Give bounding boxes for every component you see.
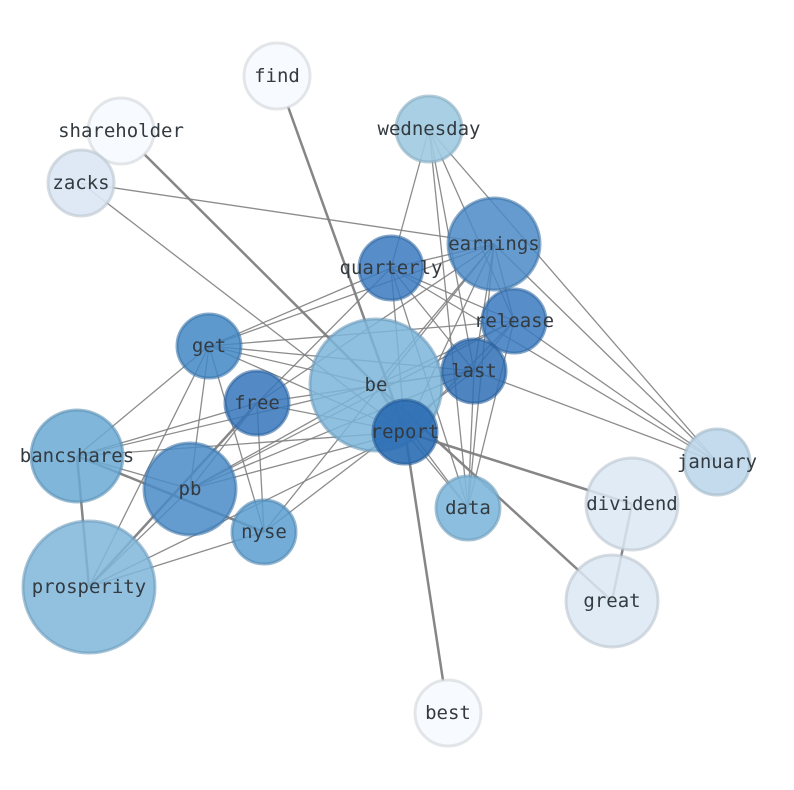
node-pb[interactable] [142, 441, 238, 537]
node-wednesday[interactable] [394, 94, 464, 164]
node-label-zacks: zacks [52, 172, 109, 194]
node-shareholder[interactable] [86, 96, 156, 166]
node-label-quarterly: quarterly [340, 257, 443, 279]
edge-wednesday-data [428, 128, 469, 509]
node-label-dividend: dividend [586, 493, 678, 515]
node-label-january: january [677, 451, 757, 473]
node-label-bancshares: bancshares [20, 445, 134, 467]
node-bancshares[interactable] [29, 408, 125, 504]
edge-best-report [403, 431, 450, 714]
node-label-free: free [234, 392, 280, 414]
node-find[interactable] [242, 41, 312, 111]
node-january[interactable] [682, 427, 752, 497]
node-dividend[interactable] [584, 456, 680, 552]
node-label-find: find [254, 65, 300, 87]
node-quarterly[interactable] [357, 234, 425, 302]
node-label-great: great [583, 590, 640, 612]
nodes-layer [21, 41, 752, 748]
node-label-shareholder: shareholder [58, 120, 184, 142]
edge-last-january [473, 370, 718, 463]
node-label-report: report [371, 421, 440, 443]
node-best[interactable] [413, 678, 483, 748]
node-prosperity[interactable] [21, 519, 157, 655]
edge-quarterly-january [390, 267, 718, 463]
node-get[interactable] [175, 312, 243, 380]
node-label-last: last [451, 360, 497, 382]
edge-earnings-get [208, 243, 495, 347]
node-report[interactable] [371, 398, 439, 466]
edge-release-january [513, 320, 718, 463]
node-great[interactable] [564, 553, 660, 649]
node-label-best: best [425, 702, 471, 724]
node-earnings[interactable] [446, 196, 542, 292]
edge-wednesday-january [428, 128, 718, 463]
edge-earnings-january [493, 243, 718, 463]
node-label-pb: pb [179, 478, 202, 500]
node-label-prosperity: prosperity [32, 576, 146, 598]
node-free[interactable] [223, 369, 291, 437]
node-last[interactable] [440, 337, 508, 405]
labels-layer: find shareholder wednesday zacks earningsqua… [20, 65, 757, 724]
node-label-be: be [365, 374, 388, 396]
node-release[interactable] [480, 287, 548, 355]
node-label-earnings: earnings [448, 233, 540, 255]
node-label-nyse: nyse [241, 521, 287, 543]
node-label-wednesday: wednesday [378, 118, 481, 140]
node-data[interactable] [434, 474, 502, 542]
node-label-data: data [445, 497, 491, 519]
node-label-release: release [474, 310, 554, 332]
edge-zacks-earnings [80, 182, 495, 245]
node-nyse[interactable] [230, 498, 298, 566]
node-zacks[interactable] [46, 148, 116, 218]
node-label-get: get [192, 335, 226, 357]
